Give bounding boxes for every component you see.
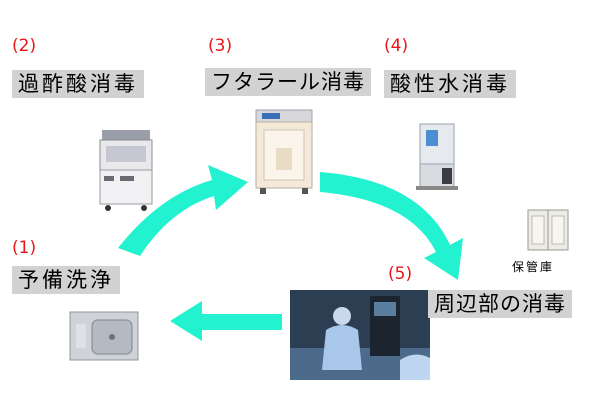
- step-2-number: (2): [12, 36, 37, 56]
- step-4-number: (4): [384, 36, 409, 56]
- storage-label: 保管庫: [512, 260, 555, 274]
- step-3-number: (3): [208, 36, 233, 56]
- arrow-room-to-wash: [170, 301, 282, 341]
- peracetic-washer-machine-icon: [99, 130, 153, 211]
- sink-icon: [69, 311, 139, 361]
- storage-cabinet-icon: [527, 209, 569, 251]
- step-3-label: フタラール消毒: [205, 68, 371, 96]
- step-1-label: 予備洗浄: [12, 266, 120, 294]
- step-2-label: 過酢酸消毒: [12, 70, 144, 98]
- endoscopy-room-photo-icon: [290, 290, 430, 380]
- phthalaldehyde-washer-machine-icon: [255, 109, 313, 194]
- arrow-disinfect-to-storage: [320, 172, 463, 280]
- arrow-wash-to-disinfect: [118, 165, 248, 256]
- step-5-number: (5): [388, 264, 413, 284]
- step-5-label: 周辺部の消毒: [428, 290, 572, 318]
- step-1-number: (1): [12, 238, 37, 258]
- step-4-label: 酸性水消毒: [384, 70, 516, 98]
- acidic-water-generator-icon: [416, 123, 458, 190]
